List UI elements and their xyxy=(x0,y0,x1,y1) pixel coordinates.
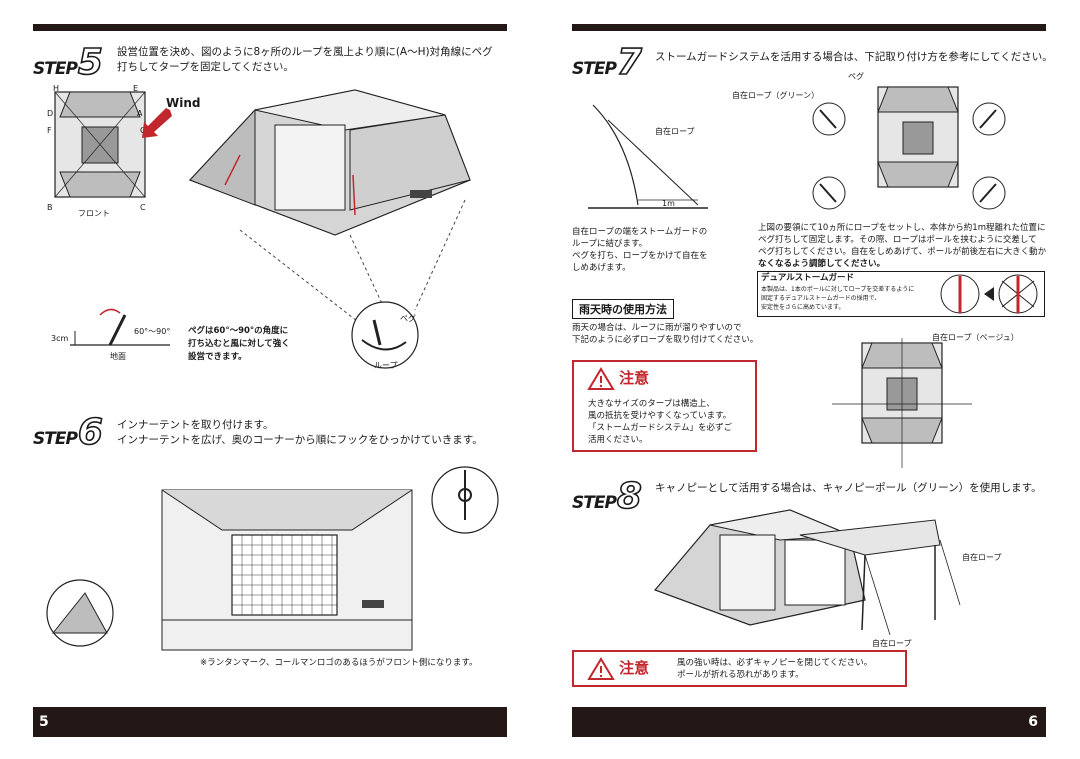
letter-C: C xyxy=(140,203,146,212)
left-page-number-bar: 5 xyxy=(33,707,507,737)
step8-line1: キャノピーとして活用する場合は、キャノピーポール（グリーン）を使用します。 xyxy=(655,482,1042,494)
peg-3cm-label: 3cm xyxy=(51,334,69,343)
loop-label: ループ xyxy=(374,361,398,370)
step6-inner-tent-illustration xyxy=(161,489,413,651)
step7-left-note-3: ペグを打ち、ロープをかけて自在を xyxy=(572,251,708,261)
left-page-number: 5 xyxy=(39,714,49,730)
beige-rope-label: 自在ロープ（ベージュ） xyxy=(932,333,1019,342)
letter-A: A xyxy=(137,109,143,118)
step6-line1: インナーテントを取り付けます。 xyxy=(117,419,274,431)
step8-heading: STEP8 xyxy=(572,475,643,518)
ground-label: 地面 xyxy=(110,352,126,361)
step5-heading: STEP5 xyxy=(33,41,104,84)
peg-label: ペグ xyxy=(400,314,416,323)
corner-detail-3 xyxy=(812,176,846,210)
canopy-rope-label-2: 自在ロープ xyxy=(872,639,912,648)
warning-1-head: 注意 xyxy=(619,369,650,387)
right-top-bar xyxy=(572,24,1046,31)
step7-heading: STEP7 xyxy=(572,41,643,84)
warning-box-2: 注意 風の強い時は、必ずキャノピーを閉じてください。 ポールが折れる恐れがありま… xyxy=(572,650,907,687)
corner-detail-4 xyxy=(972,176,1006,210)
warning-triangle-icon xyxy=(587,366,615,390)
corner-detail-circle xyxy=(46,579,114,647)
canopy-rope-label-1: 自在ロープ xyxy=(962,553,1002,562)
step6-heading: STEP6 xyxy=(33,411,104,454)
warn2-line2: ポールが折れる恐れがあります。 xyxy=(677,670,804,680)
dual-line-3: 安定性をさらに高めています。 xyxy=(761,304,845,311)
step7-left-note-1: 自在ロープの端をストームガードの xyxy=(572,227,708,237)
dual-line-1: 本製品は、1本のポールに対してロープを交差するように xyxy=(761,286,915,293)
front-label: フロント xyxy=(78,209,110,218)
warn1-line3: 「ストームガードシステム」を必ずご xyxy=(588,423,732,433)
peg-note-2: 打ち込むと風に対して強く xyxy=(188,339,290,349)
rain-line-1: 雨天の場合は、ルーフに雨が溜りやすいので xyxy=(572,323,742,333)
angle-label: 60°〜90° xyxy=(134,327,171,336)
rain-top-view xyxy=(832,338,972,468)
letter-F: F xyxy=(47,126,52,135)
peg-loop-detail-circle xyxy=(351,301,419,369)
step7-main-3: ペグ打ちしてください。自在をしめあげて、ポールが前後左右に大きく動か xyxy=(758,247,1047,257)
hook-detail-circle xyxy=(431,466,499,534)
left-top-bar xyxy=(33,24,507,31)
canopy-tent-illustration xyxy=(653,509,961,636)
right-page-number-bar: 6 xyxy=(572,707,1046,737)
step5-top-view-diagram xyxy=(54,91,146,198)
peg-label-right: ペグ xyxy=(848,72,864,81)
corner-detail-1 xyxy=(812,102,846,136)
step6-footnote: ※ランタンマーク、コールマンロゴのあるほうがフロント側になります。 xyxy=(200,658,478,668)
warn1-line1: 大きなサイズのタープは構造上、 xyxy=(588,399,715,409)
warn2-line1: 風の強い時は、必ずキャノピーを閉じてください。 xyxy=(677,658,873,668)
step7-line1: ストームガードシステムを活用する場合は、下記取り付け方を参考にしてください。 xyxy=(655,51,1053,63)
dual-storm-diagram xyxy=(940,274,1038,314)
step5-line2: 打ちしてタープを固定してください。 xyxy=(117,61,294,73)
dual-line-2: 固定するデュアルストームガードの採用で、 xyxy=(761,295,881,302)
warning-1-header: 注意 xyxy=(587,366,650,390)
peg-angle-diagram xyxy=(70,308,170,346)
peg-note-3: 設営できます。 xyxy=(188,352,247,362)
warning-2-head: 注意 xyxy=(619,659,650,677)
peg-note-1: ペグは60°〜90°の角度に xyxy=(188,326,289,336)
warning-box-1: 注意 大きなサイズのタープは構造上、 風の抵抗を受けやすくなっています。 「スト… xyxy=(572,360,757,452)
dual-storm-guard-box: デュアルストームガード 本製品は、1本のポールに対してロープを交差するように 固… xyxy=(757,271,1045,317)
step5-callout-lines xyxy=(239,199,466,336)
step5-tent-illustration xyxy=(188,89,471,236)
warning-triangle-icon xyxy=(587,656,615,680)
step7-main-1: 上図の要領にて10ヵ所にロープをセットし、本体から約1m程離れた位置に xyxy=(758,223,1046,233)
warn1-line2: 風の抵抗を受けやすくなっています。 xyxy=(588,411,732,421)
rain-title-box: 雨天時の使用方法 xyxy=(572,299,674,319)
rope-side-diagram xyxy=(588,104,708,209)
rain-line-2: 下記のように必ずロープを取り付けてください。 xyxy=(572,335,759,345)
green-rope-label: 自在ロープ（グリーン） xyxy=(732,91,820,100)
storm-guard-top-view xyxy=(877,86,959,188)
right-page-number: 6 xyxy=(1028,714,1038,730)
letter-H: H xyxy=(53,84,60,93)
step5-line1: 設営位置を決め、図のように8ヶ所のループを風上より順に(A〜H)対角線にペグ xyxy=(117,46,493,58)
step7-main-4: なくなるよう調節してください。 xyxy=(758,259,885,269)
letter-D: D xyxy=(47,109,54,118)
step6-line2: インナーテントを広げ、奥のコーナーから順にフックをひっかけていきます。 xyxy=(117,434,483,446)
letter-E: E xyxy=(133,84,139,93)
rope-label: 自在ロープ xyxy=(655,127,695,136)
letter-B: B xyxy=(47,203,53,212)
wind-arrow-icon xyxy=(142,108,172,138)
warning-2-header: 注意 xyxy=(587,656,650,680)
step7-main-2: ペグ打ちして固定します。その際、ロープはポールを挟むように交差して xyxy=(758,235,1037,245)
step7-left-note-4: しめあげます。 xyxy=(572,263,631,273)
wind-label: Wind xyxy=(166,96,201,110)
dual-title: デュアルストームガード xyxy=(761,273,854,283)
distance-label: 1m xyxy=(662,199,675,208)
warn1-line4: 活用ください。 xyxy=(588,435,648,445)
corner-detail-2 xyxy=(972,102,1006,136)
step7-left-note-2: ループに結びます。 xyxy=(572,239,648,249)
